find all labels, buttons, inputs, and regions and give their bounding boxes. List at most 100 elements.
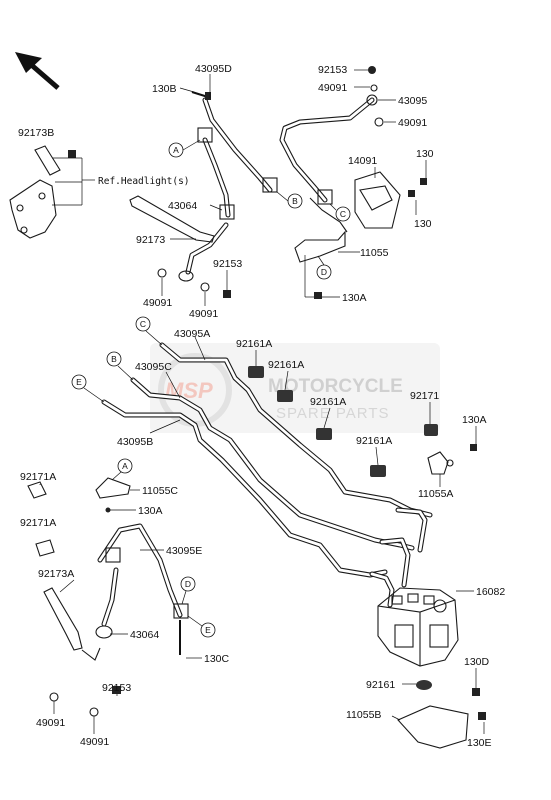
washer-49091-a bbox=[157, 268, 167, 278]
label-130B: 130B bbox=[152, 83, 177, 95]
clamp-92161A-1 bbox=[248, 366, 264, 378]
part-labels: 43095D 130B 92153 49091 43095 49091 9217… bbox=[18, 63, 505, 749]
label-11055: 11055 bbox=[360, 247, 389, 259]
label-92173: 92173 bbox=[136, 234, 165, 246]
pipe-43095B bbox=[101, 399, 388, 578]
hose-43095E bbox=[95, 523, 189, 655]
callout-C-top: C bbox=[329, 203, 351, 222]
callout-B-top: B bbox=[276, 191, 303, 209]
label-49091-e: 49091 bbox=[36, 717, 65, 729]
bolt-130D bbox=[472, 688, 480, 696]
label-92171: 92171 bbox=[410, 390, 439, 402]
hose-43095D bbox=[178, 97, 278, 282]
label-16082: 16082 bbox=[476, 586, 505, 598]
label-92173A: 92173A bbox=[38, 568, 74, 580]
arrow-up-left-icon bbox=[15, 52, 60, 90]
label-130-b: 130 bbox=[414, 218, 432, 230]
label-43095C: 43095C bbox=[135, 361, 172, 373]
label-43064-bottom: 43064 bbox=[130, 629, 159, 641]
bolt-130A-top bbox=[314, 292, 322, 299]
bracket-11055 bbox=[294, 197, 348, 263]
label-130E: 130E bbox=[467, 737, 492, 749]
label-92153-mid: 92153 bbox=[213, 258, 242, 270]
bolt-130B bbox=[191, 91, 211, 100]
svg-text:A: A bbox=[173, 145, 179, 155]
clamp-92171A-1 bbox=[27, 481, 47, 499]
washer-49091-e bbox=[49, 692, 59, 702]
washer-49091-f bbox=[89, 707, 99, 717]
pipe-43095C bbox=[130, 377, 415, 551]
bracket-92173 bbox=[129, 195, 215, 243]
ref-leaders bbox=[52, 157, 95, 206]
watermark-line2: SPARE PARTS bbox=[276, 405, 390, 422]
clamp-92161A-2 bbox=[277, 390, 293, 402]
bracket-92173A bbox=[43, 587, 101, 661]
svg-text:C: C bbox=[140, 319, 146, 329]
hose-ends bbox=[369, 507, 428, 608]
label-43095B: 43095B bbox=[117, 436, 153, 448]
label-43064-top: 43064 bbox=[168, 200, 197, 212]
callout-D-bottom: D bbox=[180, 576, 196, 605]
grommet-92161 bbox=[416, 680, 432, 690]
callout-A-bottom: A bbox=[111, 458, 133, 481]
label-49091-f: 49091 bbox=[80, 736, 109, 748]
label-130-a: 130 bbox=[416, 148, 434, 160]
label-92161A-2: 92161A bbox=[268, 359, 304, 371]
bracket-92173B bbox=[9, 145, 76, 239]
svg-text:C: C bbox=[340, 209, 346, 219]
label-92153-top: 92153 bbox=[318, 64, 347, 76]
label-130C: 130C bbox=[204, 653, 230, 665]
bolt-92153-top bbox=[223, 290, 231, 298]
washer-49091-b bbox=[200, 282, 210, 292]
bolt-130E bbox=[478, 712, 486, 720]
label-11055B: 11055B bbox=[346, 709, 381, 721]
watermark: MSP MOTORCYCLE SPARE PARTS bbox=[150, 343, 440, 433]
label-ref-headlight: Ref.Headlight(s) bbox=[98, 176, 190, 187]
label-130A-left: 130A bbox=[138, 505, 163, 517]
label-92161A-4: 92161A bbox=[356, 435, 392, 447]
svg-text:A: A bbox=[122, 461, 128, 471]
svg-text:B: B bbox=[292, 196, 298, 206]
clamp-92161A-4 bbox=[370, 465, 386, 477]
label-92173B: 92173B bbox=[18, 127, 54, 139]
bolt-130A-right bbox=[470, 444, 477, 451]
callout-E-mid: E bbox=[71, 374, 105, 403]
label-49091-c: 49091 bbox=[143, 297, 172, 309]
label-92161: 92161 bbox=[366, 679, 395, 691]
label-11055C: 11055C bbox=[142, 485, 178, 497]
label-92171A-1: 92171A bbox=[20, 471, 56, 483]
hose-43095 bbox=[279, 66, 384, 205]
bolt-92153-bottom bbox=[112, 686, 121, 694]
svg-text:D: D bbox=[185, 579, 191, 589]
bracket-11055B bbox=[397, 705, 469, 749]
pipe-43095A bbox=[159, 342, 433, 518]
watermark-line1: MOTORCYCLE bbox=[268, 376, 403, 397]
label-49091-top-a: 49091 bbox=[318, 82, 347, 94]
label-49091-d: 49091 bbox=[189, 308, 218, 320]
bracket-11055C bbox=[95, 477, 131, 499]
svg-text:E: E bbox=[76, 377, 82, 387]
holder-14091 bbox=[354, 171, 427, 229]
svg-text:B: B bbox=[111, 354, 117, 364]
abs-unit-16082 bbox=[377, 587, 459, 667]
label-43095E: 43095E bbox=[166, 545, 202, 557]
leader-lines bbox=[39, 69, 485, 734]
clamp-92161A-3 bbox=[316, 428, 332, 440]
svg-text:E: E bbox=[205, 625, 211, 635]
label-11055A: 11055A bbox=[418, 488, 453, 500]
svg-text:D: D bbox=[321, 267, 327, 277]
label-92171A-2: 92171A bbox=[20, 517, 56, 529]
clamp-92171 bbox=[424, 424, 438, 436]
label-130D: 130D bbox=[464, 656, 490, 668]
label-43095A: 43095A bbox=[174, 328, 210, 340]
label-92161A-3: 92161A bbox=[310, 396, 346, 408]
callout-D-top: D bbox=[316, 255, 332, 280]
callout-E-bottom: E bbox=[187, 615, 216, 638]
label-130A-top: 130A bbox=[342, 292, 367, 304]
bracket-11055A bbox=[427, 451, 454, 475]
label-92153-bottom: 92153 bbox=[102, 682, 131, 694]
label-49091-top-b: 49091 bbox=[398, 117, 427, 129]
callout-C-mid: C bbox=[135, 316, 163, 346]
label-43095: 43095 bbox=[398, 95, 427, 107]
